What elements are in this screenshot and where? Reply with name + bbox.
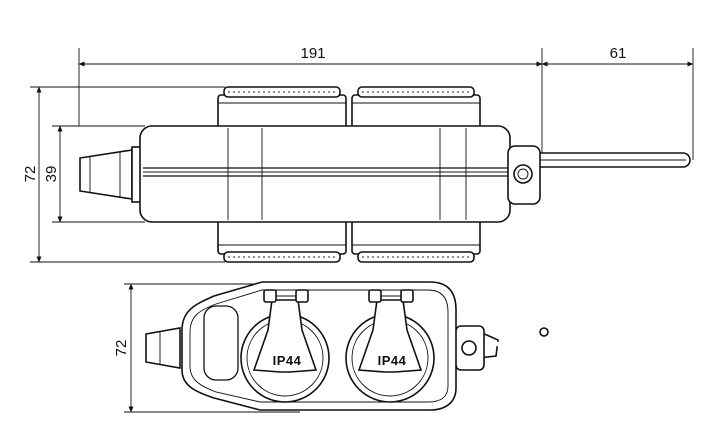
socket-cap-top-right: [351, 86, 481, 130]
dimension-lines: [30, 48, 694, 413]
dimension-61-label: 61: [610, 45, 627, 62]
bottom-body: [181, 281, 483, 411]
ip-rating-right: IP44: [378, 353, 407, 368]
grip-recess: [203, 305, 239, 381]
dimension-72-label: 72: [22, 166, 39, 183]
hook-handle: [529, 152, 691, 168]
main-body: [139, 125, 511, 223]
cable-gland-bottom: [145, 327, 181, 369]
bottom-view: IP44 IP44: [145, 281, 585, 411]
dimension-72-bottom-label: 72: [113, 340, 130, 357]
socket-cap-bottom-left: [217, 219, 347, 263]
dimension-39-label: 39: [43, 166, 60, 183]
socket-cap-top-left: [217, 86, 347, 130]
top-view: [79, 86, 691, 263]
socket-cap-bottom-right: [351, 219, 481, 263]
socket-left: IP44: [240, 289, 330, 403]
hinge-block: [507, 145, 541, 205]
hook: [477, 319, 585, 385]
cable-gland: [79, 146, 143, 203]
ip-rating-left: IP44: [273, 353, 302, 368]
socket-right: IP44: [345, 289, 435, 403]
dimension-191-label: 191: [300, 45, 325, 62]
